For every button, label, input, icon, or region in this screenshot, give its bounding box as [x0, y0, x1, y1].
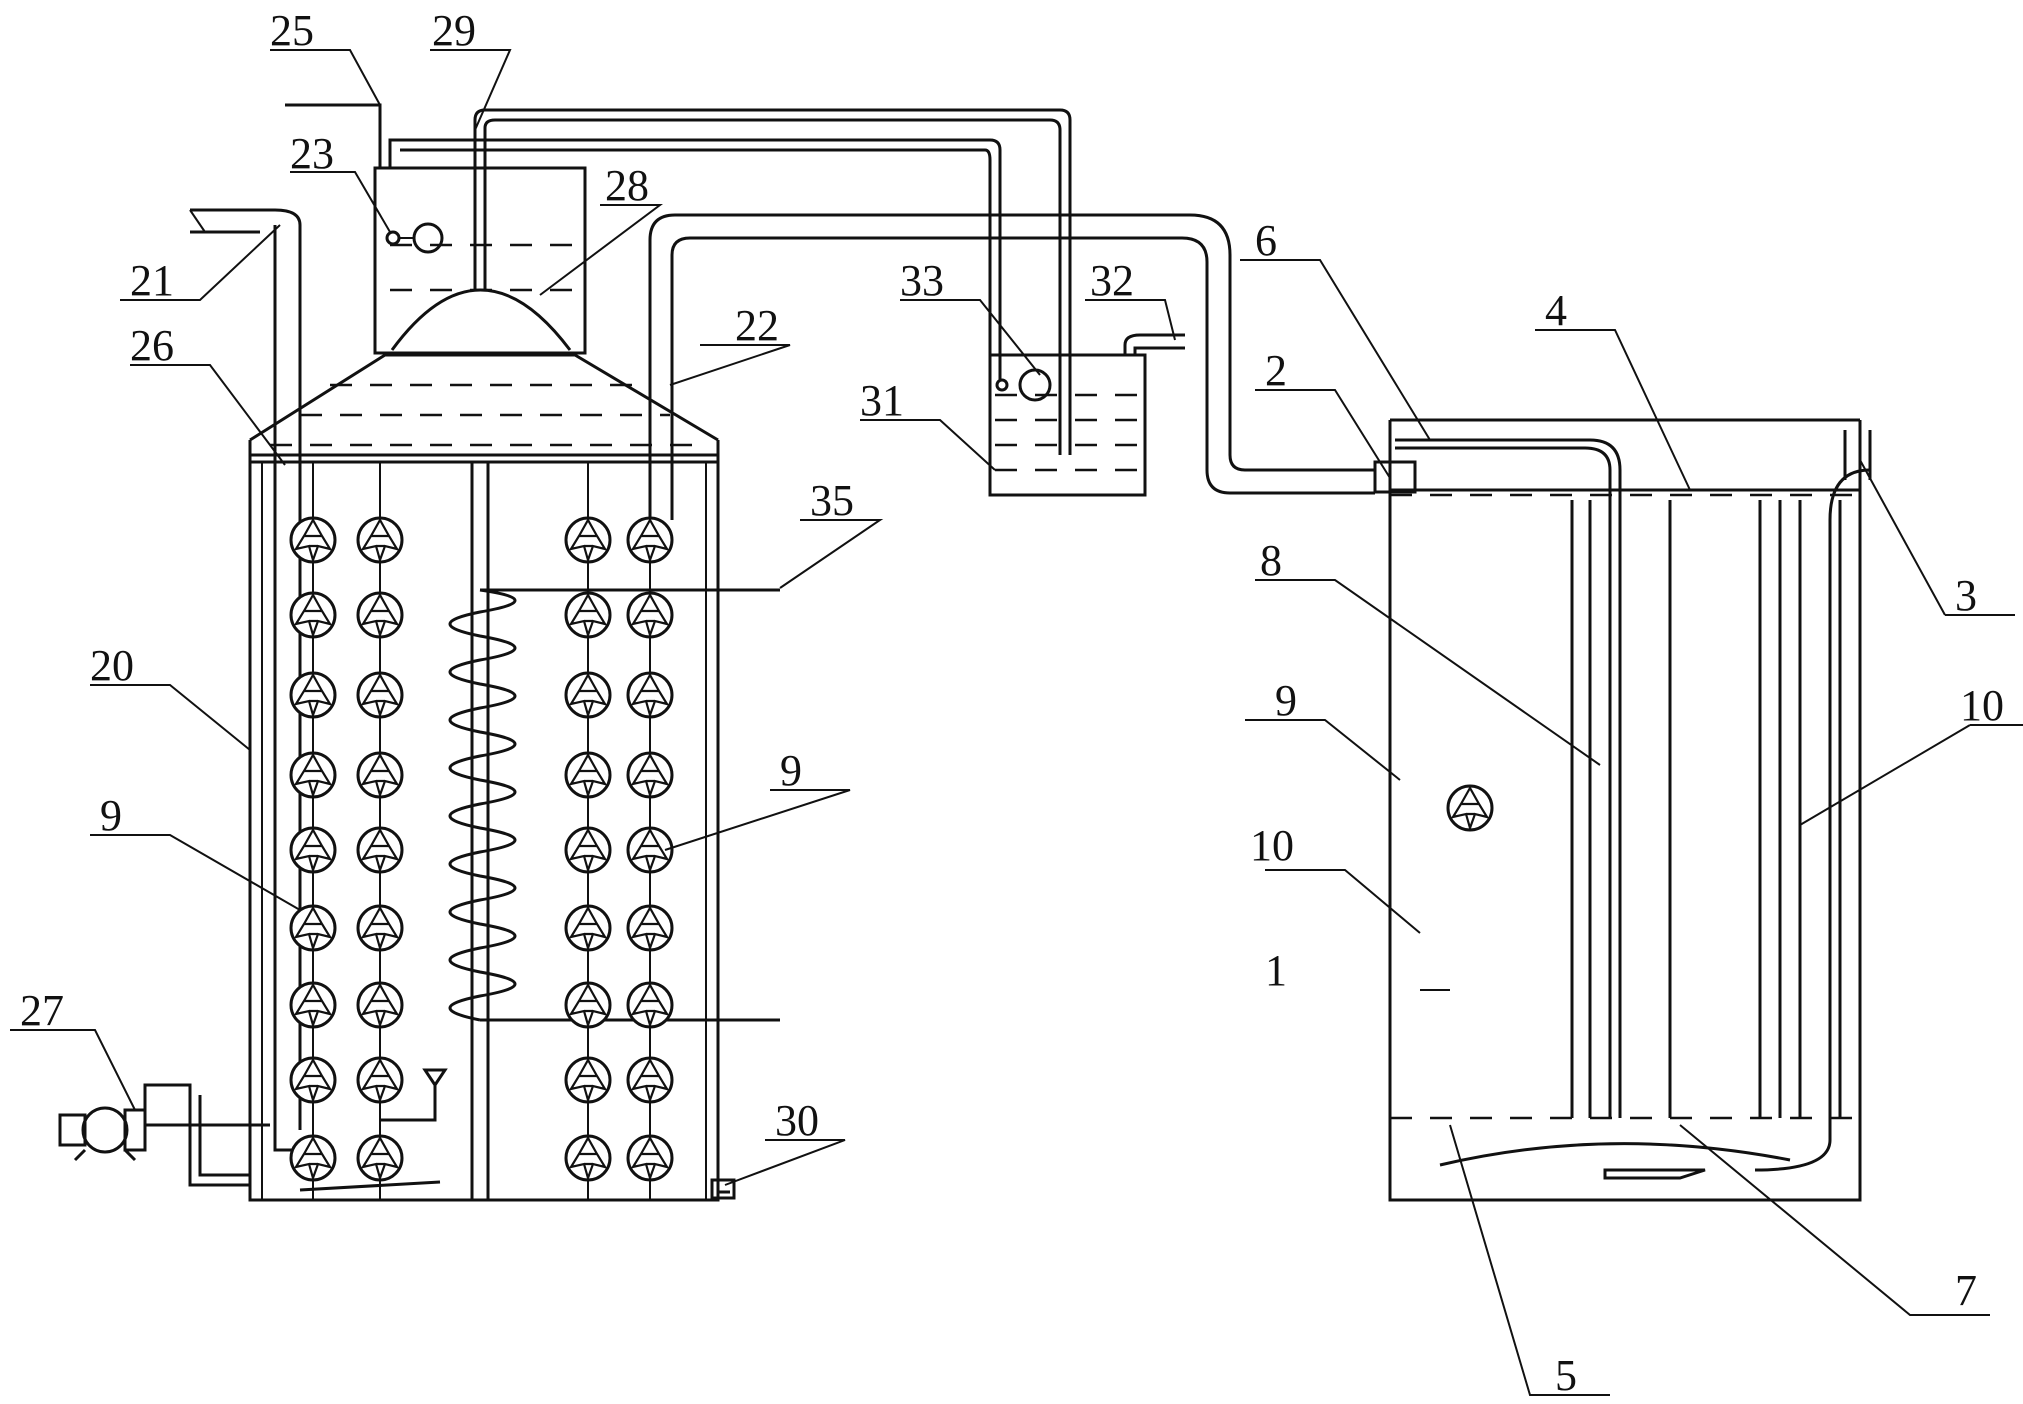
right-tank	[1373, 418, 1872, 1202]
pump	[58, 1083, 270, 1187]
callout-10-outer: 10	[1960, 681, 2004, 730]
callout-31: 31	[860, 376, 904, 425]
media-ball	[356, 1134, 404, 1182]
media-ball	[356, 671, 404, 719]
media-ball	[289, 826, 337, 874]
callout-7: 7	[1955, 1266, 1977, 1315]
callout-30: 30	[775, 1096, 819, 1145]
callout-8: 8	[1260, 536, 1282, 585]
callout-25: 25	[270, 6, 314, 55]
media-ball	[289, 981, 337, 1029]
media-ball	[626, 904, 674, 952]
water-seal-tank	[988, 333, 1185, 497]
media-ball	[626, 981, 674, 1029]
media-ball	[356, 981, 404, 1029]
media-ball	[626, 1056, 674, 1104]
callout-2: 2	[1265, 346, 1287, 395]
media-ball	[289, 671, 337, 719]
media-ball	[564, 904, 612, 952]
callout-10-inner: 10	[1250, 821, 1294, 870]
media-ball	[289, 751, 337, 799]
media-ball	[564, 826, 612, 874]
callout-6: 6	[1255, 216, 1277, 265]
callout-1: 1	[1265, 946, 1287, 995]
media-ball	[626, 516, 674, 564]
callout-4: 4	[1545, 286, 1567, 335]
media-ball	[289, 1056, 337, 1104]
callout-3: 3	[1955, 571, 1977, 620]
callout-9-right: 9	[1275, 676, 1297, 725]
heating-coil	[448, 588, 780, 1022]
callout-5: 5	[1555, 1351, 1577, 1400]
callout-29: 29	[432, 6, 476, 55]
media-ball	[564, 751, 612, 799]
callout-labels: 25 29 23 28 21 22 26 33 32 31 35 20 9 9 …	[20, 6, 2004, 1400]
callout-22: 22	[735, 301, 779, 350]
callout-21: 21	[130, 256, 174, 305]
media-ball	[564, 516, 612, 564]
callout-9-left: 9	[100, 791, 122, 840]
media-ball	[564, 671, 612, 719]
media-ball	[356, 591, 404, 639]
media-ball	[356, 1056, 404, 1104]
media-ball	[564, 1056, 612, 1104]
callout-28: 28	[605, 161, 649, 210]
media-ball	[564, 591, 612, 639]
leader-lines	[10, 49, 2023, 1396]
media-ball	[626, 671, 674, 719]
media-ball	[564, 981, 612, 1029]
media-ball	[356, 904, 404, 952]
media-ball	[626, 591, 674, 639]
left-reactor-tank	[58, 166, 1375, 1202]
callout-32: 32	[1090, 256, 1134, 305]
callout-33: 33	[900, 256, 944, 305]
media-ball	[564, 1134, 612, 1182]
media-ball	[626, 1134, 674, 1182]
filter-media-balls	[289, 516, 674, 1182]
media-ball	[289, 591, 337, 639]
media-ball	[289, 516, 337, 564]
callout-9-middle: 9	[780, 746, 802, 795]
media-ball	[356, 826, 404, 874]
media-ball	[289, 904, 337, 952]
media-ball	[356, 516, 404, 564]
callout-23: 23	[290, 129, 334, 178]
callout-35: 35	[810, 476, 854, 525]
media-ball	[289, 1134, 337, 1182]
callout-20: 20	[90, 641, 134, 690]
callout-27: 27	[20, 986, 64, 1035]
callout-26: 26	[130, 321, 174, 370]
media-ball	[626, 751, 674, 799]
media-ball	[356, 751, 404, 799]
